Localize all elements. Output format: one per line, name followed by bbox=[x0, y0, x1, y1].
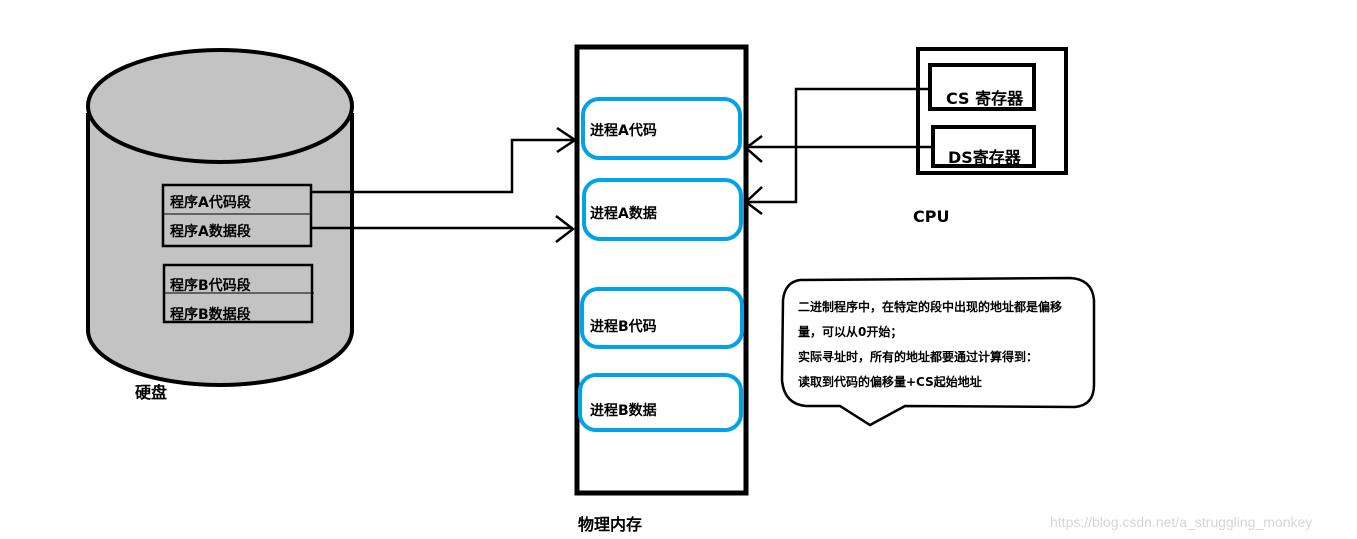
memory-label-process-b-data: 进程B数据 bbox=[590, 402, 657, 419]
note-text: 二进制程序中，在特定的段中出现的地址都是偏移 量，可以从0开始； 实际寻址时，所… bbox=[798, 299, 1062, 389]
memory-blocks bbox=[578, 97, 744, 432]
memory-label-process-b-code: 进程B代码 bbox=[590, 318, 657, 335]
hard-disk: 程序A代码段 程序A数据段 程序B代码段 程序B数据段 bbox=[86, 48, 354, 387]
memory-block-process-a-data bbox=[582, 178, 743, 241]
disk-top bbox=[86, 48, 354, 164]
program-a-code-label: 程序A代码段 bbox=[170, 194, 251, 211]
arrow-data-to-memory bbox=[311, 215, 576, 243]
note-line-2: 量，可以从0开始； bbox=[798, 324, 902, 339]
cs-register-box bbox=[928, 63, 1036, 111]
memory-block-process-b-code bbox=[580, 287, 744, 349]
note-line-3: 实际寻址时，所有的地址都要通过计算得到： bbox=[798, 349, 1038, 364]
memory-block-process-a-code bbox=[581, 97, 742, 160]
program-b-data-label: 程序B数据段 bbox=[170, 306, 251, 323]
memory-label-process-a-code: 进程A代码 bbox=[590, 122, 657, 139]
program-b-code-label: 程序B代码段 bbox=[170, 277, 251, 294]
note-line-4: 读取到代码的偏移量+CS起始地址 bbox=[798, 374, 982, 389]
ds-register-label: DS寄存器 bbox=[948, 148, 1022, 167]
memory-block-process-b-data bbox=[578, 373, 743, 432]
program-a-box bbox=[161, 183, 313, 248]
memory-label: 物理内存 bbox=[578, 515, 642, 534]
arrow-cs-to-memory bbox=[744, 87, 930, 215]
program-a-data-label: 程序A数据段 bbox=[170, 223, 251, 240]
memory-label-process-a-data: 进程A数据 bbox=[590, 205, 657, 222]
note-line-1: 二进制程序中，在特定的段中出现的地址都是偏移 bbox=[798, 299, 1062, 314]
watermark: https://blog.csdn.net/a_struggling_monke… bbox=[1050, 514, 1312, 530]
disk-label: 硬盘 bbox=[135, 383, 167, 402]
note-callout bbox=[780, 276, 1096, 427]
cs-register-label: CS 寄存器 bbox=[946, 89, 1024, 108]
ds-register-box bbox=[931, 125, 1036, 168]
cpu-label: CPU bbox=[913, 207, 949, 226]
arrow-ds-to-memory bbox=[744, 135, 933, 163]
